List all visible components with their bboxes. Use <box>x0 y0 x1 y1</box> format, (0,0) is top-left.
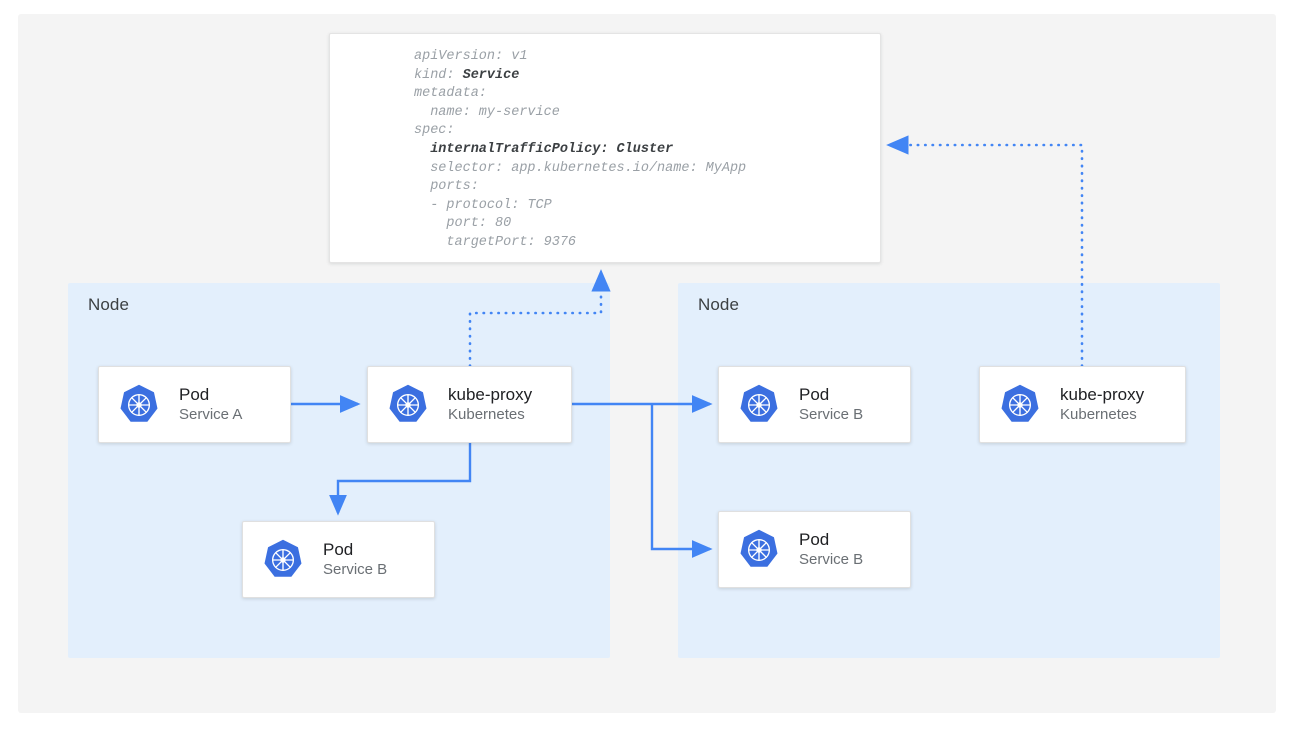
card-subtitle: Service B <box>799 405 864 423</box>
card-pod-service-a[interactable]: Pod Service A <box>98 366 291 443</box>
node-box-right: Node <box>678 283 1220 658</box>
kubernetes-logo-icon <box>117 383 161 427</box>
card-title: kube-proxy <box>1060 384 1145 404</box>
kubernetes-logo-icon <box>737 383 781 427</box>
node-label-left: Node <box>88 295 130 314</box>
card-subtitle: Kubernetes <box>448 405 525 423</box>
card-kube-proxy-left[interactable]: kube-proxy Kubernetes <box>367 366 572 443</box>
service-manifest-card: apiVersion: v1 kind: Service metadata: n… <box>329 33 881 263</box>
card-pod-service-b-remote-2[interactable]: Pod Service B <box>718 511 911 588</box>
kubernetes-logo-icon <box>386 383 430 427</box>
card-pod-service-b-remote-1[interactable]: Pod Service B <box>718 366 911 443</box>
card-subtitle: Kubernetes <box>1060 405 1137 423</box>
node-box-left: Node <box>68 283 610 658</box>
card-pod-service-b-local[interactable]: Pod Service B <box>242 521 435 598</box>
node-label-right: Node <box>698 295 740 314</box>
card-subtitle: Service B <box>799 550 864 568</box>
card-title: kube-proxy <box>448 384 533 404</box>
kubernetes-logo-icon <box>998 383 1042 427</box>
card-title: Pod <box>799 529 830 549</box>
service-manifest-code: apiVersion: v1 kind: Service metadata: n… <box>414 49 747 250</box>
card-title: Pod <box>179 384 210 404</box>
kubernetes-logo-icon <box>261 538 305 582</box>
card-title: Pod <box>323 539 354 559</box>
card-subtitle: Service A <box>179 405 243 423</box>
kubernetes-logo-icon <box>737 528 781 572</box>
card-title: Pod <box>799 384 830 404</box>
card-kube-proxy-right[interactable]: kube-proxy Kubernetes <box>979 366 1186 443</box>
card-subtitle: Service B <box>323 560 388 578</box>
